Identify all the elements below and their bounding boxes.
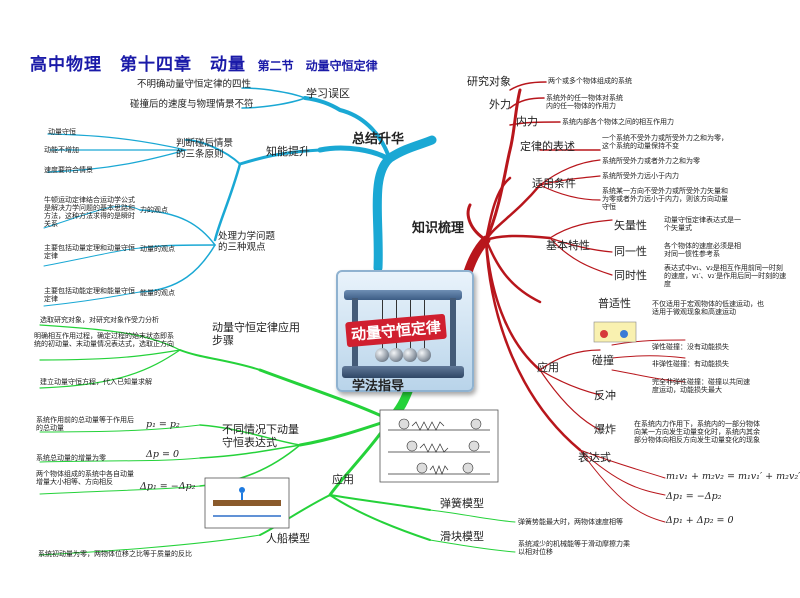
case-formula: p₁ = p₂ bbox=[146, 419, 180, 430]
ability-label: 知能提升 bbox=[266, 145, 310, 158]
collision-rules-label: 判断碰后情景的三条原则 bbox=[176, 138, 234, 160]
case-formula: Δp₁ = −Δp₂ bbox=[140, 481, 196, 492]
conditions-label: 适用条件 bbox=[532, 177, 576, 190]
misconception-item: 不明确动量守恒定律的四性 bbox=[137, 79, 252, 90]
expression-formula: Δp₁ + Δp₂ = 0 bbox=[666, 515, 734, 526]
condition-item: 系统某一方向不受外力或所受外力矢量和为零或者外力远小于内力，则该方向动量守恒 bbox=[602, 187, 728, 212]
condition-item: 系统所受外力远小于内力 bbox=[602, 172, 679, 180]
vector-label: 矢量性 bbox=[614, 219, 647, 232]
case-formula: Δp = 0 bbox=[146, 449, 179, 460]
misconception-item: 碰撞后的速度与物理情景不符 bbox=[130, 99, 254, 110]
expression-label: 表达式 bbox=[578, 451, 611, 464]
momentum-view-label: 动量的观点 bbox=[140, 245, 175, 253]
collision-rule: 动量守恒 bbox=[48, 128, 76, 136]
research-object-desc: 两个或多个物体组成的系统 bbox=[548, 77, 632, 85]
spring-model-illustration bbox=[379, 409, 499, 483]
page-title: 高中物理 第十四章 动量 第二节 动量守恒定律 bbox=[30, 50, 378, 75]
boat-model-label: 人船模型 bbox=[266, 532, 310, 545]
vector-desc: 动量守恒定律表达式是一个矢量式 bbox=[664, 216, 741, 233]
recoil-label: 反冲 bbox=[594, 389, 616, 402]
case-desc: 系统作用前的总动量等于作用后的总动量 bbox=[36, 416, 134, 433]
internal-force-label: 内力 bbox=[516, 115, 538, 128]
force-view-desc: 牛顿运动定律结合运动学公式是解决力学问题的基本思路和方法，这种方法求得的是瞬时关… bbox=[44, 196, 135, 229]
universality-label: 普适性 bbox=[598, 297, 631, 310]
case-desc: 系统总动量的增量为零 bbox=[36, 454, 106, 462]
title-sub: 第二节 动量守恒定律 bbox=[257, 59, 378, 73]
same-desc: 各个物体的速度必须是相对同一惯性参考系 bbox=[664, 242, 741, 259]
energy-view-label: 能量的观点 bbox=[140, 289, 175, 297]
misconceptions-label: 学习误区 bbox=[306, 87, 350, 100]
expression-formula: Δp₁ = −Δp₂ bbox=[666, 491, 722, 502]
title-main: 高中物理 第十四章 动量 bbox=[30, 55, 246, 75]
collision-label: 碰撞 bbox=[592, 354, 614, 367]
collision-type: 非弹性碰撞：有动能损失 bbox=[652, 360, 729, 368]
branch-knowledge: 知识梳理 bbox=[412, 221, 465, 236]
steps-label: 动量守恒定律应用步骤 bbox=[212, 321, 300, 347]
step-item: 明确相互作用过程，确定过程的始末状态即系统的初动量、末动量情况表达式，选取正方向 bbox=[34, 332, 174, 349]
step-item: 选取研究对象，对研究对象作受力分析 bbox=[40, 316, 159, 324]
internal-force-desc: 系统内部各个物体之间的相互作用力 bbox=[562, 118, 674, 126]
branch-summary: 总结升华 bbox=[352, 132, 405, 147]
same-label: 同一性 bbox=[614, 245, 647, 258]
collision-type: 完全非弹性碰撞：碰撞以共同速度运动，动能损失最大 bbox=[652, 378, 750, 395]
slider-model-label: 滑块模型 bbox=[440, 530, 484, 543]
explosion-label: 爆炸 bbox=[594, 423, 616, 436]
boat-model-desc: 系统初动量为零，两物体位移之比等于质量的反比 bbox=[38, 550, 192, 558]
slider-model-desc: 系统减少的机械能等于滑动摩擦力乘以相对位移 bbox=[518, 540, 630, 557]
collision-illustration bbox=[593, 321, 637, 343]
external-force-desc: 系统外的任一物体对系统内的任一物体的作用力 bbox=[546, 94, 623, 111]
case-desc: 两个物体组成的系统中各自动量增量大小相等、方向相反 bbox=[36, 470, 134, 487]
collision-type: 弹性碰撞：没有动能损失 bbox=[652, 343, 729, 351]
expression-formula: m₁v₁ + m₂v₂ = m₁v₁′ + m₂v₂′ bbox=[666, 471, 800, 482]
spring-model-desc: 弹簧势能最大时，两物体速度相等 bbox=[518, 518, 623, 526]
simultaneous-label: 同时性 bbox=[614, 269, 647, 282]
models-label: 应用 bbox=[332, 473, 354, 486]
spring-model-label: 弹簧模型 bbox=[440, 497, 484, 510]
condition-item: 系统所受外力或者外力之和为零 bbox=[602, 157, 700, 165]
characteristics-label: 基本特性 bbox=[546, 239, 590, 252]
boat-model-illustration bbox=[204, 477, 290, 529]
external-force-label: 外力 bbox=[489, 98, 511, 111]
statement-desc: 一个系统不受外力或所受外力之和为零，这个系统的动量保持不变 bbox=[602, 134, 728, 151]
simultaneous-desc: 表达式中v₁、v₂是相互作用前同一时刻的速度，v₁′、v₂′是作用后同一时刻的速… bbox=[664, 264, 787, 289]
three-views-label: 处理力学问题的三种观点 bbox=[218, 231, 276, 253]
step-item: 建立动量守恒方程，代入已知量求解 bbox=[40, 378, 152, 386]
explosion-desc: 在系统内力作用下，系统内的一部分物体向某一方向发生动量变化时，系统内其余部分物体… bbox=[634, 420, 760, 445]
universality-desc: 不仅适用于宏观物体的低速运动，也适用于微观现象和高速运动 bbox=[652, 300, 764, 317]
statement-label: 定律的表述 bbox=[520, 140, 575, 153]
application-label: 应用 bbox=[537, 361, 559, 374]
force-view-label: 力的观点 bbox=[140, 206, 168, 214]
research-object-label: 研究对象 bbox=[467, 75, 511, 88]
collision-rule: 动能不增加 bbox=[44, 146, 79, 154]
energy-view-desc: 主要包括动能定理和能量守恒定律 bbox=[44, 287, 135, 304]
case-expressions-label: 不同情况下动量守恒表达式 bbox=[222, 423, 299, 449]
branch-method: 学法指导 bbox=[352, 379, 405, 394]
collision-rule: 速度要符合情景 bbox=[44, 166, 93, 174]
momentum-view-desc: 主要包括动量定理和动量守恒定律 bbox=[44, 244, 135, 261]
